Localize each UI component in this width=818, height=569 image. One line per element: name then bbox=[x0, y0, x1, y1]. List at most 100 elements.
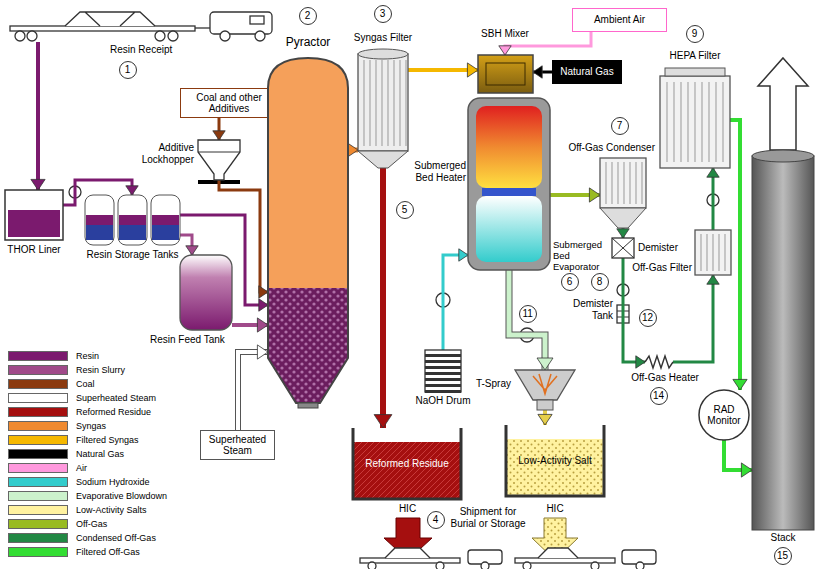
note-label: HIC bbox=[380, 503, 435, 515]
tanks-symbol bbox=[119, 225, 146, 240]
node-label: HEPA Filter bbox=[650, 50, 740, 62]
arrow-head bbox=[707, 168, 719, 177]
cond-symbol bbox=[606, 162, 607, 204]
tanks-symbol bbox=[85, 195, 180, 245]
legend-swatch bbox=[8, 519, 68, 529]
node-label: RAD Monitor bbox=[703, 404, 745, 427]
demist-symbol bbox=[612, 238, 634, 258]
filt-symbol bbox=[370, 60, 371, 146]
legend-swatch bbox=[8, 421, 68, 431]
legend-swatch bbox=[8, 547, 68, 557]
node-label: NaOH Drum bbox=[410, 395, 476, 407]
truck-symbol bbox=[255, 31, 265, 41]
legend-text: Low-Activity Salts bbox=[76, 505, 147, 515]
node-label: Low-Activity Salt bbox=[518, 455, 591, 467]
pyr-equipment: Pyractor bbox=[268, 58, 348, 408]
callout-number: 8 bbox=[591, 273, 609, 291]
flow-connector bbox=[724, 440, 752, 477]
filt-symbol bbox=[382, 60, 383, 146]
shipping-truck bbox=[360, 558, 460, 563]
filt-symbol bbox=[358, 54, 408, 151]
cont-equipment: Reformed Residue bbox=[352, 428, 462, 500]
cond-symbol bbox=[600, 208, 646, 228]
node-label: Off-Gas Filter bbox=[628, 262, 692, 274]
legend-row: Air bbox=[8, 461, 167, 475]
node-label: T-Spray bbox=[463, 378, 511, 390]
shipping-truck bbox=[360, 548, 656, 569]
cont-symbol bbox=[507, 439, 603, 495]
truck-symbol bbox=[168, 31, 178, 41]
legend-swatch bbox=[8, 435, 68, 445]
flow-connector bbox=[31, 42, 45, 190]
drum-symbol bbox=[425, 366, 461, 369]
filt-symbol bbox=[388, 60, 389, 146]
legend-text: Off-Gas bbox=[76, 519, 107, 529]
connector-line bbox=[673, 275, 713, 362]
pyr-symbol bbox=[268, 58, 348, 403]
legend-row: Superheated Steam bbox=[8, 391, 167, 405]
shipping-truck bbox=[538, 548, 578, 558]
ogf-symbol bbox=[725, 234, 726, 271]
feed-symbol bbox=[180, 255, 232, 330]
ogf-symbol bbox=[707, 234, 708, 271]
legend-text: Syngas bbox=[76, 421, 106, 431]
demist-equipment: Demister bbox=[612, 238, 634, 258]
sbh-symbol bbox=[482, 188, 536, 196]
filt-symbol bbox=[364, 60, 365, 146]
node-label: Pyractor bbox=[248, 36, 368, 50]
hepa-symbol bbox=[665, 68, 725, 76]
connector-line bbox=[238, 352, 268, 430]
tanks-symbol bbox=[86, 215, 113, 225]
node-label: Resin Feed Tank bbox=[150, 334, 232, 346]
ell-symbol bbox=[699, 390, 749, 440]
sbh-symbol bbox=[468, 98, 550, 270]
connector-line bbox=[724, 440, 752, 470]
filt-symbol bbox=[376, 60, 377, 146]
node-label: Additive Lockhopper bbox=[116, 142, 194, 165]
ogf-symbol bbox=[695, 230, 731, 275]
truck-symbol bbox=[10, 8, 280, 42]
legend-swatch bbox=[8, 379, 68, 389]
arrow-head bbox=[186, 246, 198, 255]
tanks-equipment: Resin Storage Tanks bbox=[85, 195, 180, 245]
legend-row: Coal bbox=[8, 377, 167, 391]
truck-symbol bbox=[15, 31, 25, 41]
callout-number: 12 bbox=[639, 309, 657, 327]
arrow-head bbox=[213, 131, 225, 140]
filt-symbol bbox=[358, 151, 408, 168]
drum-symbol bbox=[425, 350, 461, 392]
legend-swatch bbox=[8, 449, 68, 459]
flow-connector bbox=[180, 235, 198, 255]
cont-symbol bbox=[353, 428, 461, 499]
arrow-head bbox=[533, 66, 542, 78]
arrow-head bbox=[126, 186, 138, 195]
mixer-symbol bbox=[478, 55, 533, 93]
cond-symbol bbox=[618, 162, 619, 204]
arrow-head bbox=[257, 345, 268, 359]
flow-connector bbox=[533, 66, 552, 78]
arrow-head bbox=[31, 179, 45, 190]
pyr-symbol bbox=[298, 403, 318, 408]
cond-symbol bbox=[600, 158, 646, 228]
shipping-truck bbox=[523, 562, 531, 569]
filt-symbol bbox=[394, 60, 395, 146]
hopper-symbol bbox=[198, 140, 240, 180]
drum-symbol bbox=[425, 354, 461, 357]
mixer-equipment: SBH Mixer bbox=[478, 55, 533, 93]
legend-row: Sodium Hydroxide bbox=[8, 475, 167, 489]
legend-swatch bbox=[8, 407, 68, 417]
thor-equipment: THOR Liner bbox=[5, 190, 63, 240]
cont-symbol bbox=[506, 425, 604, 496]
tanks-symbol bbox=[119, 215, 146, 225]
pyr-symbol bbox=[268, 58, 348, 408]
arrow-head bbox=[538, 414, 552, 425]
flow-connector bbox=[550, 188, 600, 202]
flow-connector bbox=[374, 168, 392, 428]
filt-symbol bbox=[358, 49, 408, 59]
truck-symbol bbox=[220, 31, 230, 41]
flow-connector bbox=[730, 120, 747, 390]
legend: ResinResin SlurryCoalSuperheated SteamRe… bbox=[8, 349, 167, 559]
hepa-symbol bbox=[660, 76, 730, 168]
demist-symbol bbox=[612, 238, 634, 258]
